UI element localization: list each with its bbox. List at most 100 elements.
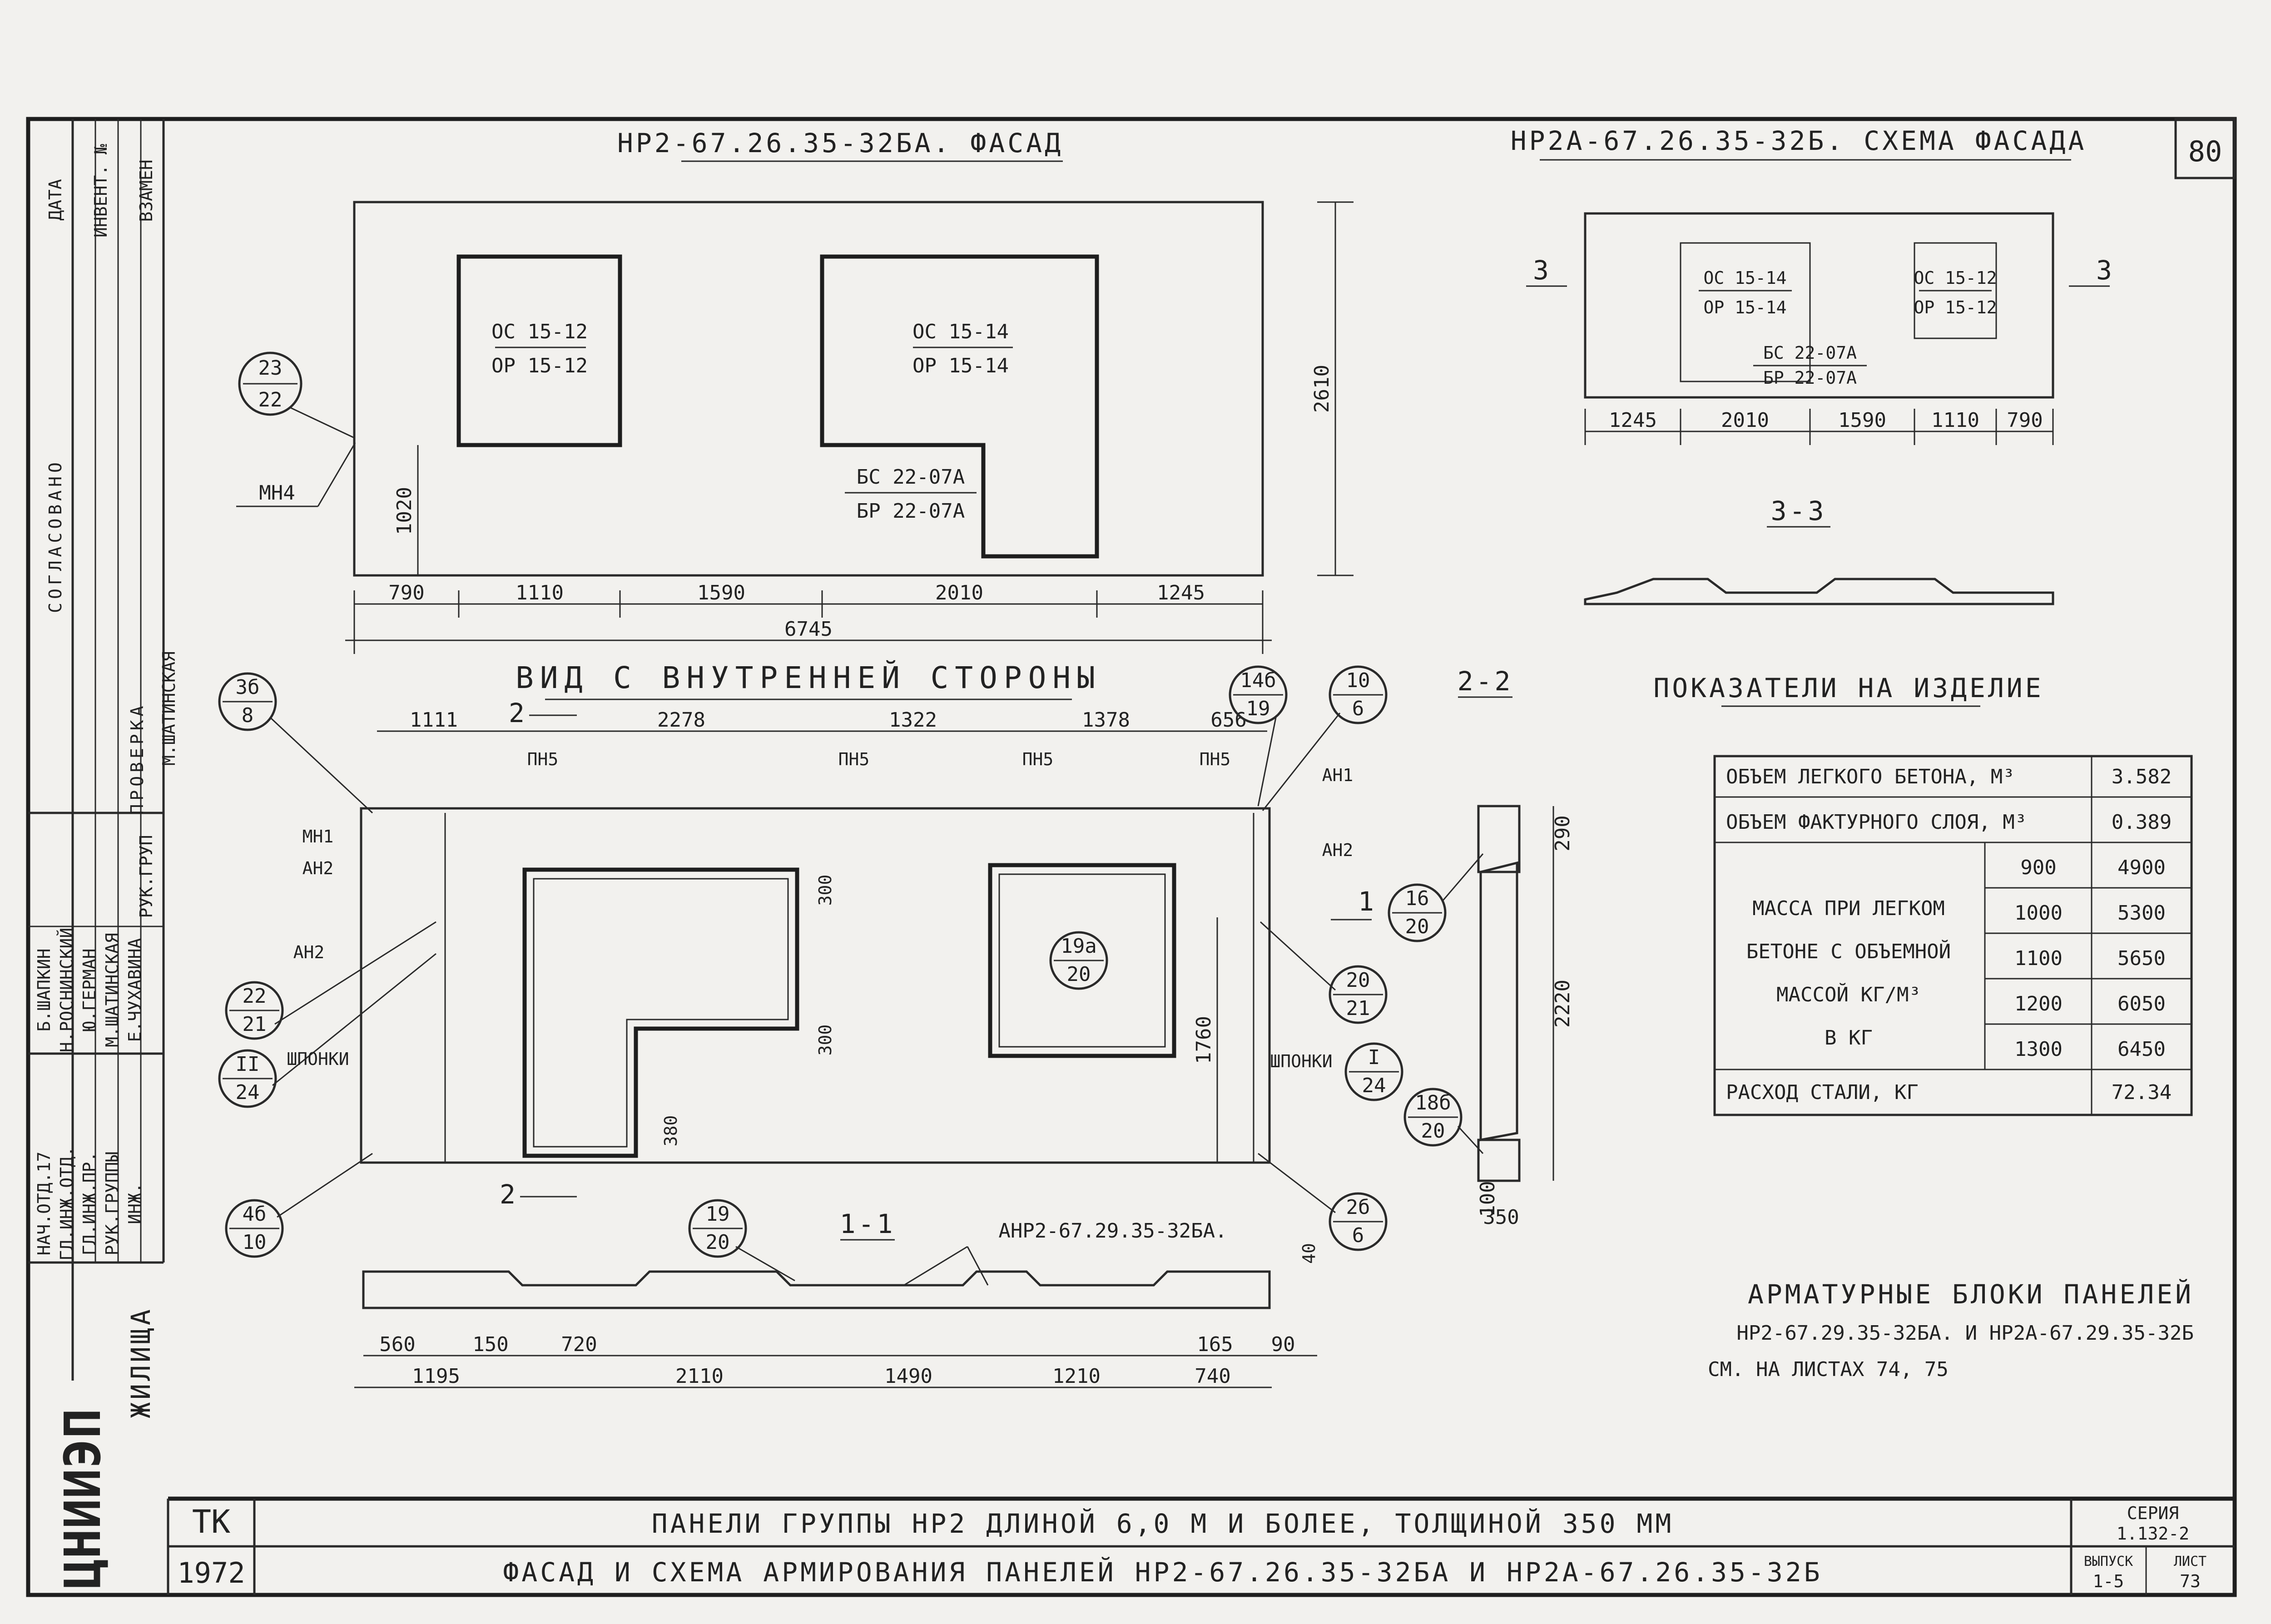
scheme-window-big-b: ОР 15-14 <box>1703 297 1786 317</box>
callout-8-den: 10 <box>243 1231 267 1254</box>
facade-dim-2: 1590 <box>697 581 745 604</box>
indicators-title: ПОКАЗАТЕЛИ НА ИЗДЕЛИЕ <box>1653 673 2043 703</box>
callout-2-den: 6 <box>1352 697 1364 720</box>
sheet-number-box <box>2174 118 2236 179</box>
role-4: ИНЖ. <box>125 1183 145 1224</box>
scheme-window-small-b: ОР 15-12 <box>1914 297 1997 317</box>
scheme-view: НР2А-67.26.35-32Б. СХЕМА ФАСАДА ОС 15-14… <box>1511 125 2112 605</box>
scheme-window-big-a: ОС 15-14 <box>1703 268 1786 288</box>
mass-3: 6050 <box>2117 992 2166 1015</box>
facade-dim-1: 1110 <box>516 581 564 604</box>
callout-8-num: 4б <box>243 1203 267 1226</box>
steel-label: РАСХОД СТАЛИ, КГ <box>1726 1081 1919 1104</box>
callout-3-num: 19а <box>1061 935 1096 958</box>
scheme-door-b: БР 22-07А <box>1763 368 1857 388</box>
callout-7-num: I <box>1368 1046 1380 1069</box>
s11-top-dim-2: 720 <box>561 1333 597 1356</box>
inner-pn-0: ПН5 <box>527 749 559 769</box>
inner-pn-2: ПН5 <box>1022 749 1054 769</box>
mass-4: 6450 <box>2117 1038 2166 1061</box>
year: 1972 <box>177 1556 245 1589</box>
inner-pn-3: ПН5 <box>1200 749 1231 769</box>
inner-pn-1: ПН5 <box>838 749 870 769</box>
callout-3-den: 20 <box>1067 963 1091 986</box>
issue-value: 1-5 <box>2093 1571 2124 1591</box>
inner-callout-0: 3б8 <box>218 672 277 731</box>
scheme-window-big <box>1680 242 1811 382</box>
mass-2: 5650 <box>2117 947 2166 970</box>
indicators-table: ПОКАЗАТЕЛИ НА ИЗДЕЛИЕ ОБЪЕМ ЛЕГКОГО БЕТО… <box>1653 673 2193 1116</box>
s11-bot-dim-4: 740 <box>1195 1365 1230 1388</box>
inner-opening-2 <box>988 863 1176 1058</box>
inner-panel <box>360 807 1271 1164</box>
mass-label-1: БЕТОНЕ С ОБЪЕМНОЙ <box>1746 939 1951 963</box>
inner-dim-1: 2278 <box>657 708 705 732</box>
inner-dim-3: 1378 <box>1082 708 1130 732</box>
s11-bot-dim-0: 1195 <box>412 1365 460 1388</box>
section-1-1-profile <box>362 1270 1271 1309</box>
s22-callout-1-den: 20 <box>1421 1119 1445 1143</box>
light-concrete-label: ОБЪЕМ ЛЕГКОГО БЕТОНА, М³ <box>1726 765 2015 788</box>
mass-label-2: МАССОЙ КГ/М³ <box>1776 982 1921 1006</box>
callout-6-num: II <box>236 1053 260 1076</box>
inner-callout-9: 2б6 <box>1329 1192 1388 1251</box>
note-line-3: СМ. НА ЛИСТАХ 74, 75 <box>1708 1358 1949 1381</box>
callout-9-den: 6 <box>1352 1224 1364 1247</box>
list-label: ЛИСТ <box>2174 1554 2207 1570</box>
name-4: Е.ЧУХАВИНА <box>125 938 145 1042</box>
callout-1-num: 14б <box>1240 669 1276 692</box>
name-1: Н.РОСНИНСКИЙ <box>57 928 77 1053</box>
replace-label: ВЗАМЕН <box>136 159 156 222</box>
role-2: ГЛ.ИНЖ.ПР. <box>79 1152 99 1256</box>
callout-4-den: 21 <box>1346 997 1370 1020</box>
scheme-dim-1: 2010 <box>1721 409 1769 432</box>
inner-view: ВИД С ВНУТРЕННЕЙ СТОРОНЫ 1111 2278 1322 … <box>218 660 1403 1258</box>
org-logo: ЦНИИЭП <box>54 1408 112 1589</box>
s22-callout-1-num: 18б <box>1415 1091 1451 1114</box>
callout-5-num: 22 <box>243 985 267 1008</box>
callout-5-den: 21 <box>243 1013 267 1036</box>
facade-dim-4: 1245 <box>1157 581 1205 604</box>
s11-top-dim-0: 560 <box>379 1333 415 1356</box>
agreed-label: СОГЛАСОВАНО <box>45 459 65 613</box>
inner-vdim-2: 380 <box>661 1115 681 1147</box>
role-3: РУК.ГРУППЫ <box>102 1152 122 1256</box>
org-name: ЖИЛИЩА <box>125 1307 156 1418</box>
facade-door-mark-a: БС 22-07А <box>857 465 965 489</box>
title-line-1: ПАНЕЛИ ГРУППЫ НР2 ДЛИНОЙ 6,0 М И БОЛЕЕ, … <box>652 1508 1674 1539</box>
facing-label: ОБЪЕМ ФАКТУРНОГО СЛОЯ, М³ <box>1726 811 2027 834</box>
scheme-dim-2: 1590 <box>1838 409 1886 432</box>
section-1-1-title: 1-1 <box>840 1208 896 1239</box>
check-role: РУК.ГРУП <box>136 835 156 918</box>
inv-label: ИНВЕНТ. № <box>91 144 111 238</box>
scheme-dim-3: 1110 <box>1931 409 1979 432</box>
s11-top-dim-3: 165 <box>1197 1333 1233 1356</box>
inner-opening-1 <box>522 867 799 1158</box>
mass-label-3: В КГ <box>1825 1026 1873 1050</box>
inner-cut-bottom: 2 <box>500 1179 518 1210</box>
inner-title: ВИД С ВНУТРЕННЕЙ СТОРОНЫ <box>516 660 1101 695</box>
facade-sill-dim: 1020 <box>393 487 416 535</box>
inner-label-keys-left: ШПОНКИ <box>287 1049 349 1069</box>
date-label: ДАТА <box>45 179 65 221</box>
inner-dim-2: 1322 <box>889 708 937 732</box>
density-2: 1100 <box>2014 947 2063 970</box>
series-value: 1.132-2 <box>2117 1524 2189 1544</box>
inner-label-an2-c: АН2 <box>1322 840 1354 860</box>
density-3: 1200 <box>2014 992 2063 1015</box>
light-concrete-value: 3.582 <box>2112 765 2172 788</box>
section-1-1-side-dim: 40 <box>1299 1243 1319 1264</box>
density-1: 1000 <box>2014 901 2063 925</box>
scheme-window-small-a: ОС 15-12 <box>1914 268 1997 288</box>
density-4: 1300 <box>2014 1038 2063 1061</box>
s11-top-dim-4: 90 <box>1271 1333 1295 1356</box>
issue-label: ВЫПУСК <box>2084 1554 2133 1570</box>
facing-value: 0.389 <box>2112 811 2172 834</box>
section-3-3-title: 3-3 <box>1771 495 1827 526</box>
